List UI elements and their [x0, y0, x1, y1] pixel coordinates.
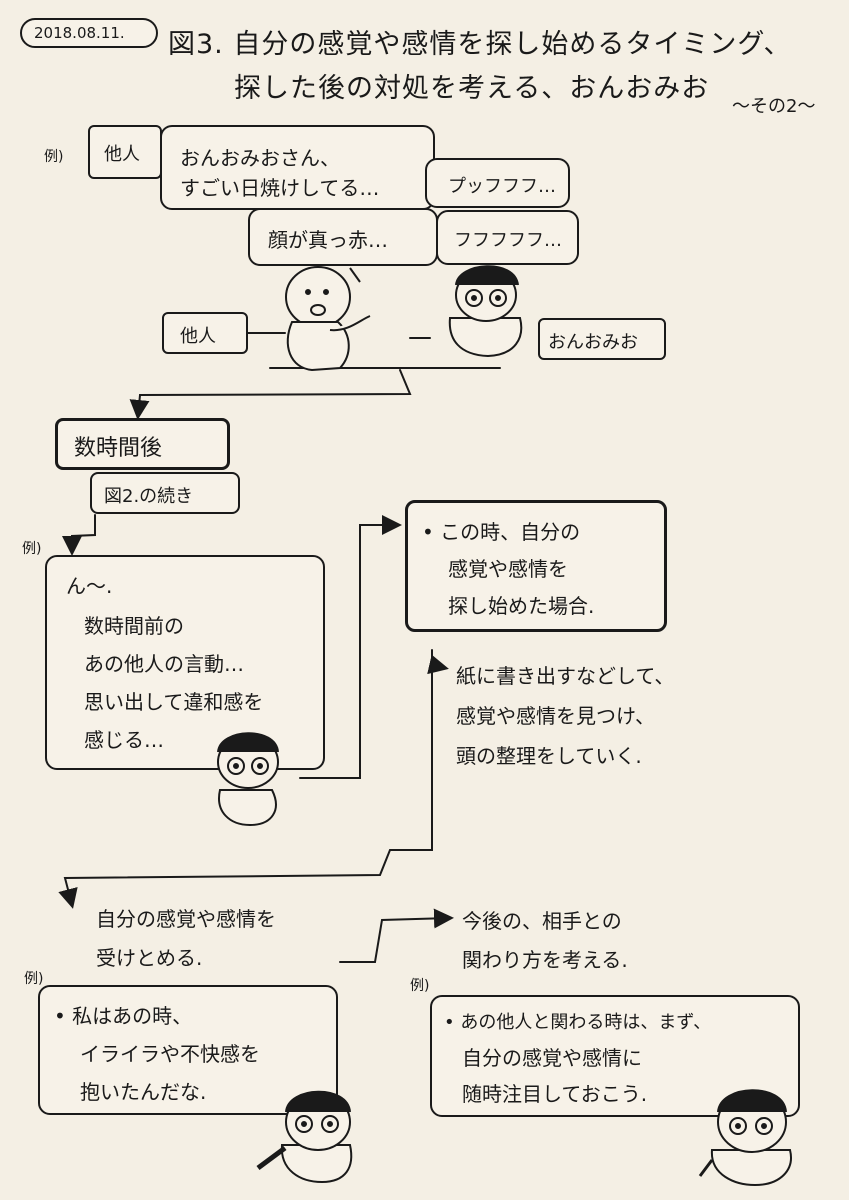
continuation-text: 図2.の続き — [104, 486, 194, 507]
example-label-3: 例) — [24, 971, 44, 987]
condition-box — [405, 500, 667, 632]
step-write-line-2: 感覚や感情を見つけ、 — [456, 704, 655, 728]
example-label-4: 例) — [410, 978, 430, 994]
other-person-tag — [162, 312, 248, 354]
self-tag — [538, 318, 666, 360]
title-line-2: 探した後の対処を考える、おんおみお — [234, 73, 710, 104]
date-text: 2018.08.11. — [34, 24, 125, 42]
arrow-to-thought — [62, 514, 96, 556]
part-label: 〜その2〜 — [732, 96, 816, 117]
right-example-line-1: • あの他人と関わる時は、まず、 — [444, 1012, 712, 1033]
other-person-label-top: 他人 — [104, 144, 140, 165]
self-tag-text: おんおみお — [548, 332, 638, 353]
left-example-line-1: • 私はあの時、 — [54, 1004, 193, 1028]
arrow-to-condition — [299, 515, 402, 779]
arrow-to-hours-later — [129, 369, 412, 420]
self-figure-bottom-left — [256, 1090, 353, 1184]
example-label-1: 例) — [44, 149, 64, 165]
self-figure-middle — [217, 732, 279, 827]
speech-bubble-2 — [425, 158, 570, 208]
thought-title: ん〜. — [66, 574, 113, 598]
speech-bubble-4 — [436, 210, 579, 265]
left-example-bubble — [38, 985, 338, 1115]
self-figure-bottom-right — [698, 1089, 792, 1187]
continuation-box — [90, 472, 240, 514]
hours-later-text: 数時間後 — [74, 436, 163, 461]
future-line-1: 今後の、相手との — [462, 909, 622, 933]
arrow-to-write — [427, 654, 449, 675]
arrow-to-accept — [58, 649, 433, 909]
accept-line-1: 自分の感覚や感情を — [96, 907, 276, 931]
arrow-to-future — [339, 908, 454, 963]
self-figure-top — [448, 265, 523, 358]
other-person-figure — [285, 266, 371, 372]
thought-line-2: あの他人の言動… — [84, 652, 244, 676]
thought-line-4: 感じる… — [84, 728, 164, 752]
step-write-line-1: 紙に書き出すなどして、 — [456, 664, 675, 688]
left-example-line-2: イライラや不快感を — [80, 1042, 260, 1066]
condition-line-2: 感覚や感情を — [448, 557, 568, 581]
step-write-line-3: 頭の整理をしていく. — [456, 744, 642, 768]
speech-1-line-1: おんおみおさん、 — [180, 146, 340, 170]
thought-line-3: 思い出して違和感を — [84, 690, 264, 714]
speech-4-text: フフフフフ… — [454, 230, 562, 251]
speech-3-text: 顔が真っ赤… — [268, 228, 388, 252]
speech-bubble-3 — [248, 208, 438, 266]
title-line-1: 図3. 自分の感覚や感情を探し始めるタイミング、 — [168, 29, 792, 60]
future-line-2: 関わり方を考える. — [462, 948, 628, 972]
speech-tail-other — [349, 267, 361, 283]
speech-1-line-2: すごい日焼けしてる… — [180, 176, 380, 200]
right-example-line-2: 自分の感覚や感情に — [462, 1046, 642, 1070]
accept-line-2: 受けとめる. — [96, 946, 203, 970]
condition-line-1: • この時、自分の — [422, 520, 581, 544]
date-badge — [20, 18, 158, 48]
condition-line-3: 探し始めた場合. — [448, 594, 595, 618]
other-person-tag-text: 他人 — [180, 326, 216, 347]
thought-bubble — [45, 555, 325, 770]
speech-2-text: プッフフフ… — [448, 176, 556, 197]
thought-line-1: 数時間前の — [84, 614, 184, 638]
left-example-line-3: 抱いたんだな. — [80, 1080, 207, 1104]
example-label-2: 例) — [22, 541, 42, 557]
right-example-line-3: 随時注目しておこう. — [462, 1082, 648, 1106]
